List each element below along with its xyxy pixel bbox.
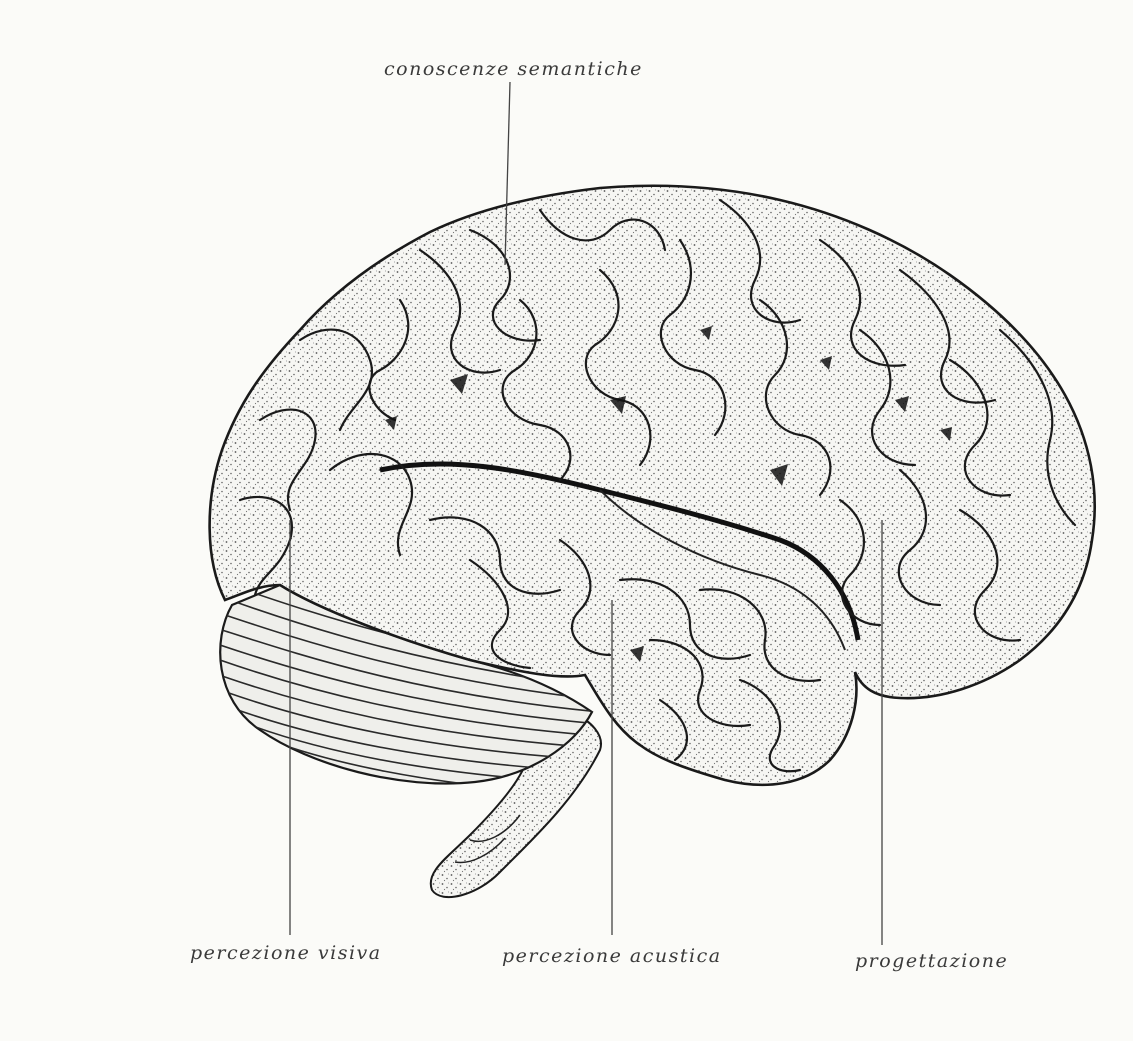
- label-design: progettazione: [855, 950, 1008, 972]
- label-acoustic-perception: percezione acustica: [502, 945, 722, 967]
- label-semantic-knowledge: conoscenze semantiche: [384, 58, 643, 80]
- label-visual-perception: percezione visiva: [190, 942, 382, 964]
